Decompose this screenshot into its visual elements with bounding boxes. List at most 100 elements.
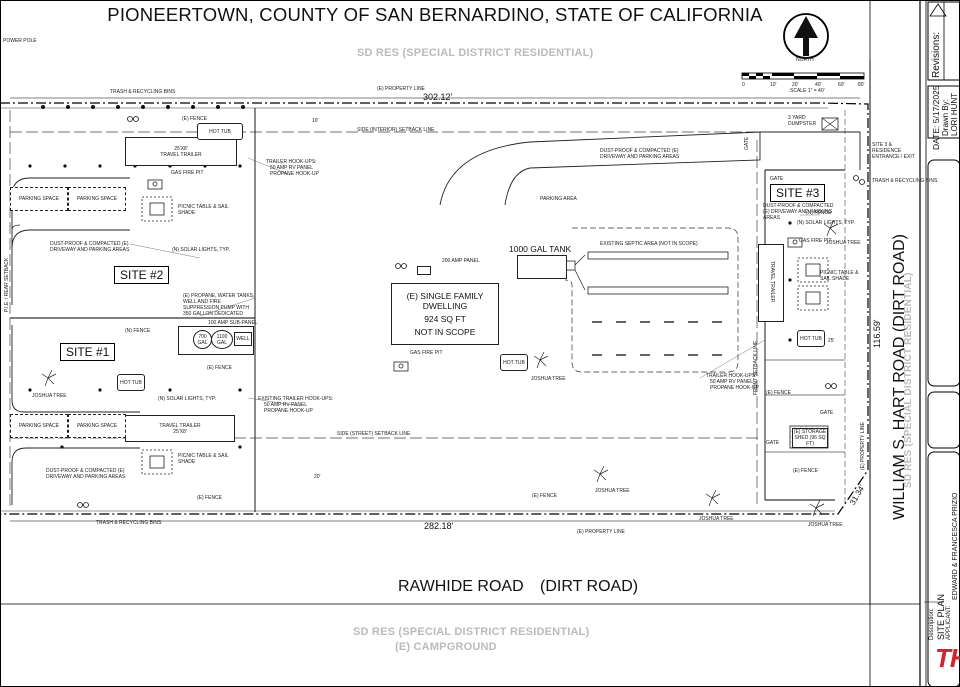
solar-label-site3: (N) SOLAR LIGHTS, TYP.	[797, 220, 855, 226]
fence-label-6: (E) FENCE	[207, 365, 232, 371]
picnic-label-site1: PICNIC TABLE & SAIL SHADE	[178, 453, 229, 465]
date-label: DATE: 5/17/2025	[931, 85, 941, 150]
septic-label: EXISTING SEPTIC AREA (NOT IN SCOPE)	[600, 241, 698, 247]
zone-label-right: SD RES (SPECIAL DISTRICT RESIDENTIAL)	[903, 272, 914, 488]
dimension-east: 116.59'	[872, 319, 882, 348]
entrance-label: SITE 3 & RESIDENCE ENTRANCE / EXIT	[872, 142, 915, 160]
scale-tick-80: 80'	[858, 82, 865, 88]
dust-proof-label-main: DUST-PROOF & COMPACTED (E) DRIVEWAY AND …	[600, 148, 680, 160]
gate-label-4: GATE	[766, 440, 780, 446]
joshua-tree-label-2: JOSHUA TREE	[531, 376, 566, 382]
applicant-value: EDWARD & FRANCESCA PRIZIO	[952, 492, 959, 600]
scale-tick-10: 10'	[770, 82, 777, 88]
picnic-label-site2: PICNIC TABLE & SAIL SHADE	[178, 204, 229, 216]
road-label-rawhide-type: (DIRT ROAD)	[540, 578, 639, 595]
description-label: Description:	[929, 608, 935, 640]
tank-1100: 1100 GAL	[211, 330, 233, 349]
power-pole-label: POWER POLE	[3, 38, 37, 44]
side-street-setback: SIDE (STREET) SETBACK LINE	[337, 431, 411, 437]
zone-label-top: SD RES (SPECIAL DISTRICT RESIDENTIAL)	[357, 47, 594, 59]
hot-tub-site1: HOT TUB	[117, 374, 145, 391]
drawn-by-label: Drawn By:	[941, 99, 950, 136]
scale-tick-60: 60'	[838, 82, 845, 88]
dimension-top: 302.12'	[423, 92, 453, 102]
revisions-label: Revisions:	[931, 31, 942, 78]
scale-tick-20: 20'	[792, 82, 799, 88]
hookup-propane-site3: PROPANE HOOK-UP	[710, 385, 759, 391]
hot-tub-residence: HOT TUB	[500, 354, 528, 371]
dimension-gap-bottom: 20'	[314, 474, 321, 480]
joshua-tree-label-1: JOSHUA TREE	[32, 393, 67, 399]
travel-trailer-site2: 25'X8' TRAVEL TRAILER	[125, 137, 237, 166]
hot-tub-site3: HOT TUB	[797, 330, 825, 347]
scale-tick-0: 0	[742, 82, 745, 88]
gate-label-2: GATE	[820, 410, 834, 416]
fence-label-5: (E) FENCE	[766, 390, 791, 396]
hookup-50amp-site3: 50 AMP RV PANEL	[710, 379, 754, 385]
trailer-label-site3: TRAVEL TRAILER	[769, 261, 775, 303]
existing-hookup-50amp: 50 AMP RV PANEL	[264, 402, 308, 408]
parking-space-site2-a: PARKING SPACE	[10, 187, 68, 211]
dwelling-line-2: 924 SQ FT	[424, 314, 466, 324]
trailer-label-site1: TRAVEL TRAILER	[159, 422, 201, 429]
dumpster-label: 3 YARD DUMPSTER	[788, 115, 817, 127]
n-fence-label-2: (N) FENCE	[806, 210, 832, 216]
existing-hookups-title: EXISTING TRAILER HOOK-UPS:	[258, 396, 334, 402]
site-2-label: SITE #2	[114, 266, 170, 284]
joshua-tree-label-6: JOSHUA TREE	[826, 240, 861, 246]
dust-proof-label-site1: DUST-PROOF & COMPACTED (E) DRIVEWAY AND …	[46, 468, 126, 480]
side-interior-setback: SIDE (INTERIOR) SETBACK LINE	[357, 127, 435, 133]
firm-logo: TH M	[935, 643, 960, 673]
propane-well-label: (E) PROPANE, WATER TANKS, WELL AND FIRE …	[183, 293, 255, 317]
trailer-size-site2: 25'X8'	[174, 145, 188, 152]
dimension-bottom: 282.18'	[424, 521, 454, 531]
property-line-label-top: (E) PROPERTY LINE	[377, 86, 425, 92]
hookup-propane-site2: PROPANE HOOK-UP	[270, 171, 319, 177]
dimension-gap-top: 10'	[312, 118, 319, 124]
road-label-rawhide: RAWHIDE ROAD	[398, 578, 524, 595]
hookups-title-site2: TRAILER HOOK-UPS:	[266, 159, 317, 165]
tank-1000-gal	[517, 255, 567, 279]
tank-700: 700 GAL	[193, 330, 212, 349]
trash-label-bottom: TRASH & RECYCLING BINS	[96, 520, 162, 526]
solar-label-site1: (N) SOLAR LIGHTS, TYP.	[158, 396, 216, 402]
zone-label-campground: (E) CAMPGROUND	[395, 641, 497, 653]
travel-trailer-site3: TRAVEL TRAILER	[758, 244, 784, 322]
solar-label-site2: (N) SOLAR LIGHTS, TYP.	[172, 247, 230, 253]
drawn-by-name: LORI HUNT	[950, 92, 959, 136]
storage-shed-label: (E) STORAGE SHED (96 SQ FT)	[793, 429, 827, 447]
existing-hookup-propane: PROPANE HOOK-UP	[264, 408, 313, 414]
parking-area-label: PARKING AREA	[540, 196, 577, 202]
joshua-tree-label-3: JOSHUA TREE	[595, 488, 630, 494]
applicant-label: APPLICANT:	[946, 605, 952, 640]
travel-trailer-site1: TRAVEL TRAILER 25'X8'	[125, 415, 235, 442]
trailer-size-site1: 25'X8'	[173, 428, 187, 435]
gas-fire-pit-residence: GAS FIRE PIT	[410, 350, 443, 356]
trailer-label-site2: TRAVEL TRAILER	[160, 151, 202, 158]
north-arrow-label: NORTH	[796, 57, 814, 63]
fence-label-2: (E) FENCE	[197, 495, 222, 501]
rear-setback-label: P.I.E. / REAR SETBACK	[4, 257, 10, 312]
tank-1000-label: 1000 GAL TANK	[509, 244, 572, 254]
trash-label-site3: TRASH & RECYCLING BINS	[872, 178, 938, 184]
fence-label-4: (E) FENCE	[793, 468, 818, 474]
sub-panel-label: 100 AMP SUB-PANEL	[208, 320, 258, 326]
dust-proof-label-site2: DUST-PROOF & COMPACTED (E) DRIVEWAY AND …	[50, 241, 130, 253]
storage-shed: (E) STORAGE SHED (96 SQ FT)	[792, 428, 828, 448]
dimension-gap-east: 25'	[828, 338, 835, 344]
well: WELL	[234, 332, 252, 346]
zone-label-bottom: SD RES (SPECIAL DISTRICT RESIDENTIAL)	[353, 626, 590, 638]
description-value: SITE PLAN	[936, 593, 946, 640]
n-fence-label-1: (N) FENCE	[125, 328, 151, 334]
dust-proof-label-site3: DUST-PROOF & COMPACTED (E) DRIVEWAY AND …	[763, 203, 834, 221]
joshua-tree-label-5: JOSHUA TREE	[808, 522, 843, 528]
single-family-dwelling: (E) SINGLE FAMILY DWELLING 924 SQ FT NOT…	[391, 283, 499, 345]
gate-label-1: GATE	[770, 176, 784, 182]
panel-200	[417, 266, 431, 275]
hookups-title-site3: TRAILER HOOK-UPS:	[706, 373, 757, 379]
joshua-tree-label-4: JOSHUA TREE	[699, 516, 734, 522]
fence-label-3: (E) FENCE	[532, 493, 557, 499]
scale-tick-40: 40'	[815, 82, 822, 88]
trash-label-top: TRASH & RECYCLING BINS	[110, 89, 176, 95]
